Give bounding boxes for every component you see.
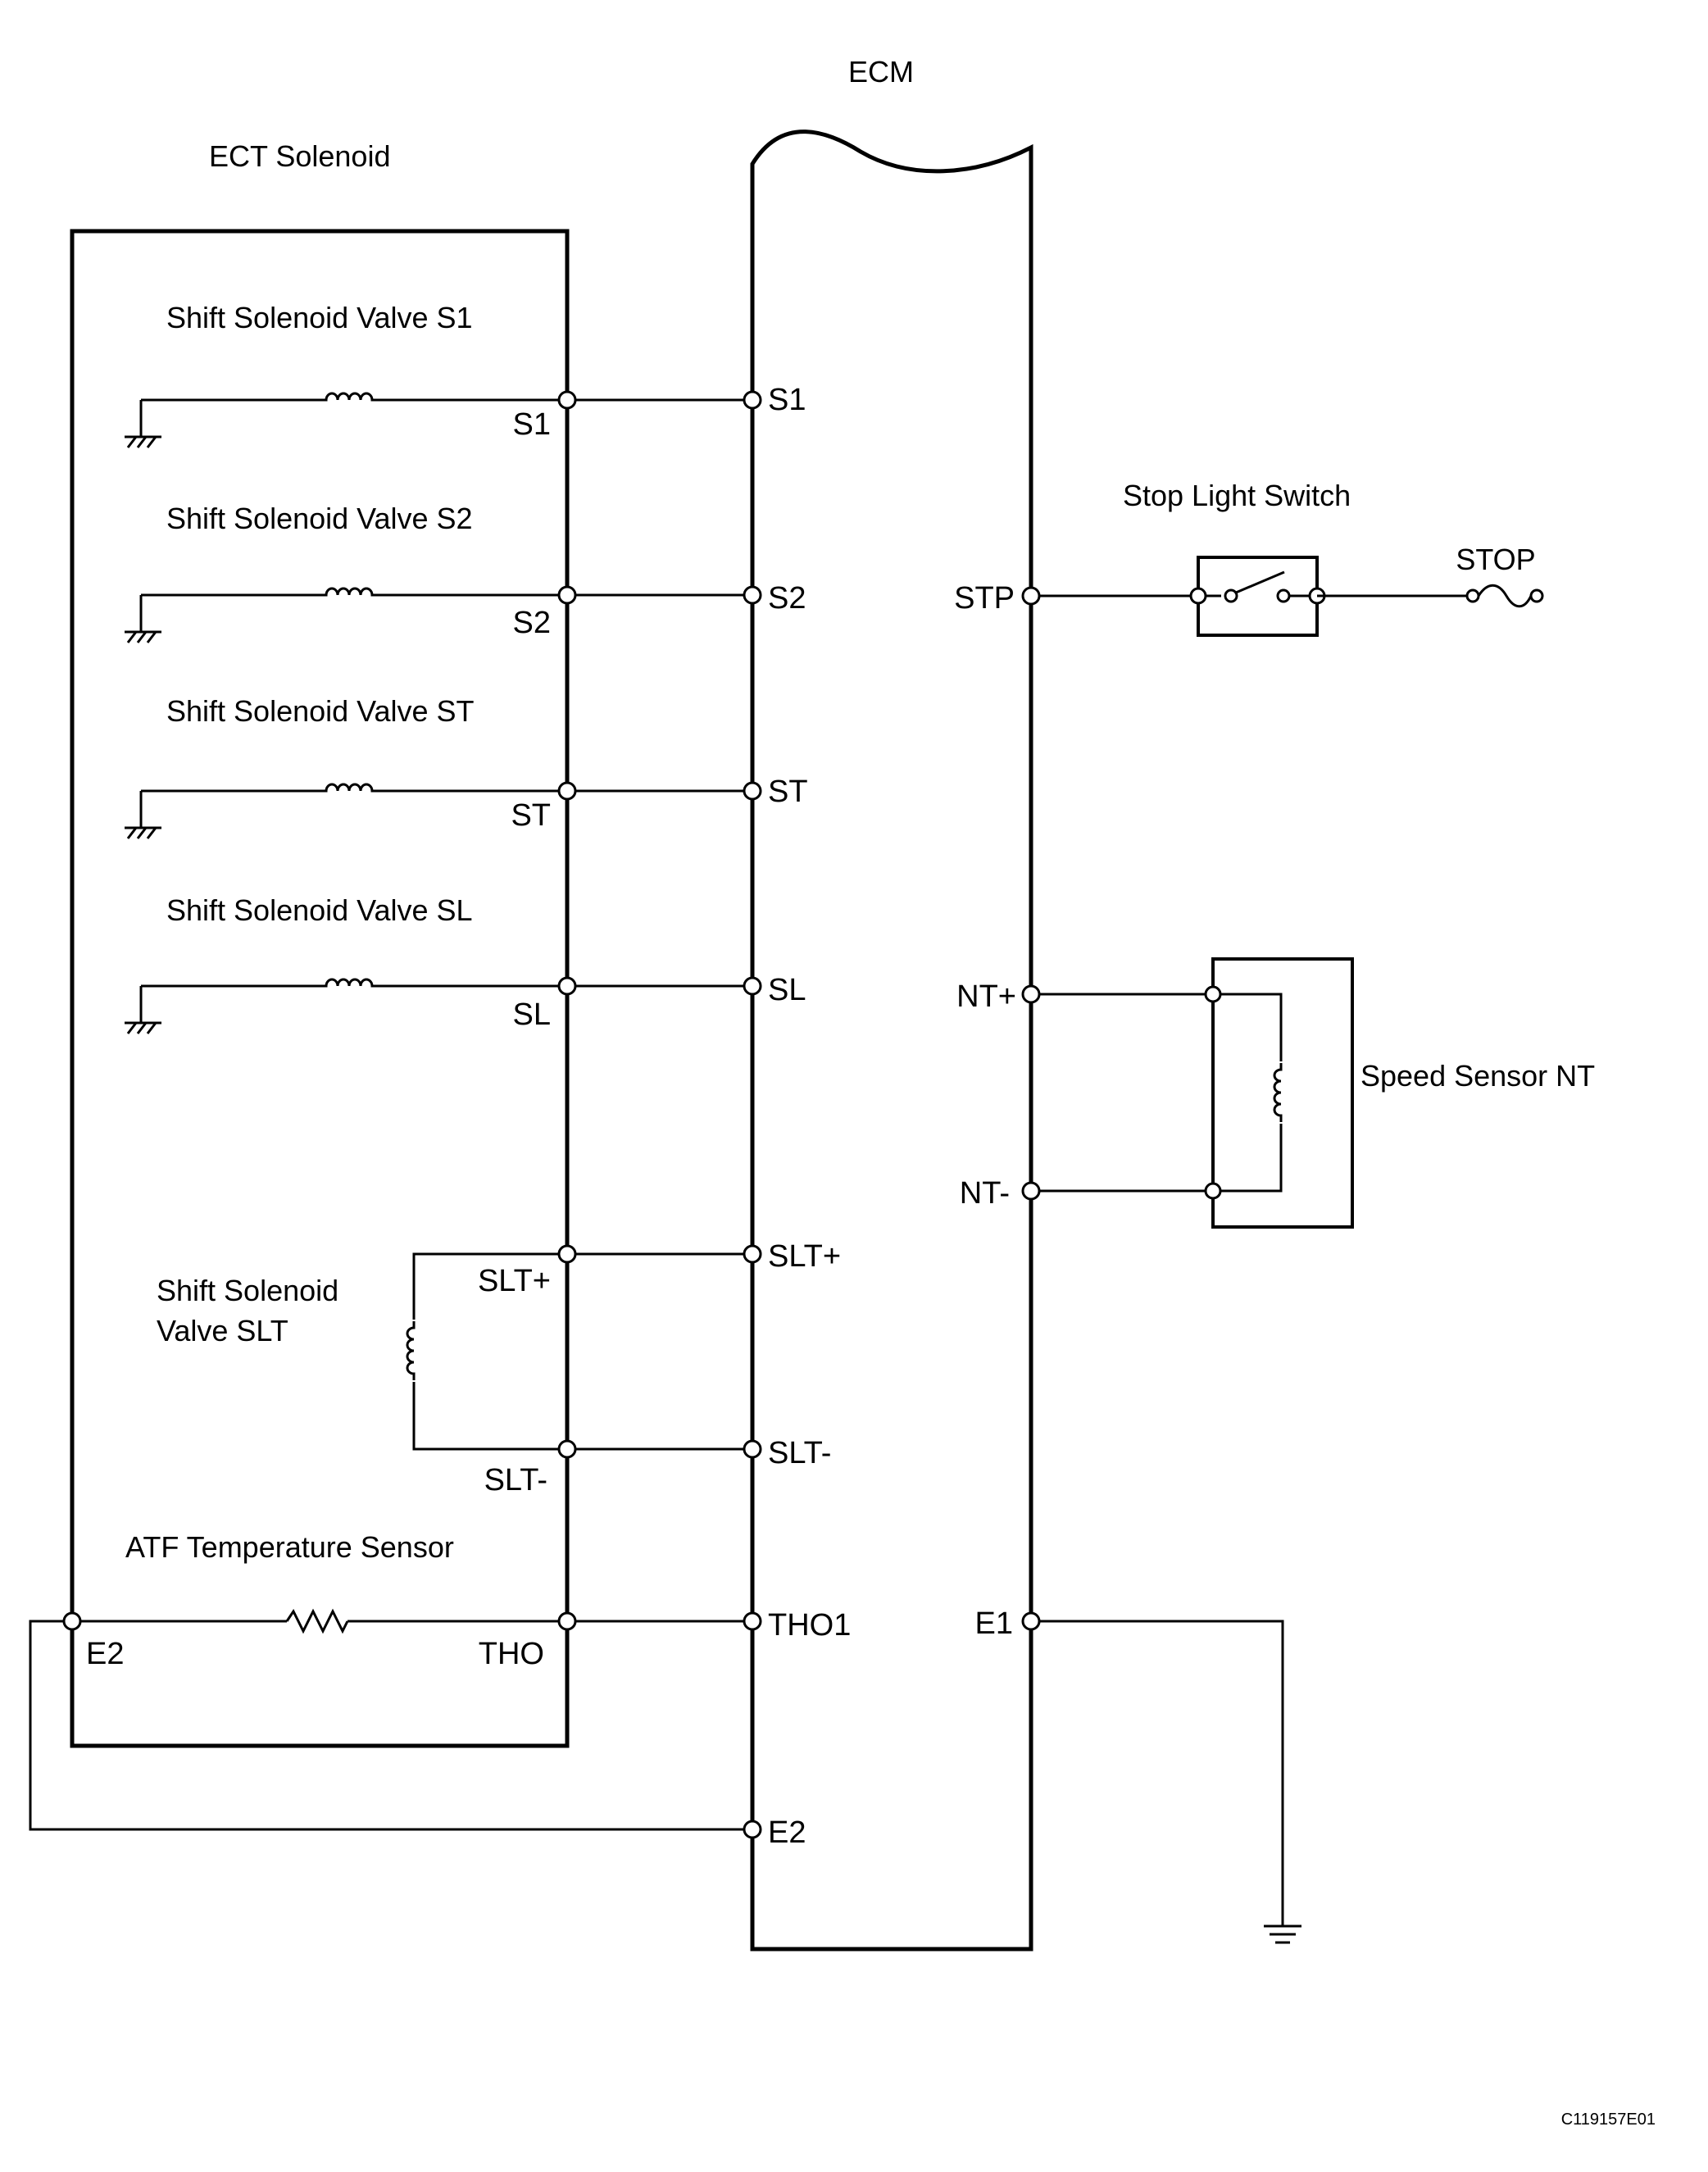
ecm-pin-st: ST bbox=[768, 775, 808, 809]
valve-slt-label-line1: Shift Solenoid bbox=[157, 1274, 338, 1307]
valve-slt-label-line2: Valve SLT bbox=[157, 1314, 288, 1347]
ecm-pin-s1: S1 bbox=[768, 383, 806, 417]
valve-s1-label: Shift Solenoid Valve S1 bbox=[166, 301, 473, 334]
solenoid-pin-s2: S2 bbox=[513, 606, 551, 640]
solenoid-slt bbox=[406, 1252, 567, 1451]
coil-icon bbox=[318, 783, 380, 793]
switch-icon bbox=[1235, 570, 1285, 594]
ecm-pin-e1: E1 bbox=[975, 1606, 1013, 1641]
valve-st-label: Shift Solenoid Valve ST bbox=[166, 694, 475, 728]
chassis-ground-icon bbox=[123, 984, 163, 1035]
e1-ground-wire bbox=[1031, 1620, 1301, 1944]
ecm-left-terminals bbox=[743, 390, 762, 1839]
solenoid-sl bbox=[123, 978, 567, 1035]
ecm-pin-e2: E2 bbox=[768, 1815, 806, 1850]
ecm-pin-tho1: THO1 bbox=[768, 1608, 851, 1643]
solenoid-terminals bbox=[62, 390, 577, 1631]
reference-code: C119157E01 bbox=[1561, 2111, 1656, 2129]
terminal-icon bbox=[557, 976, 577, 996]
terminal-icon bbox=[743, 781, 762, 801]
ecm-pin-slt-minus: SLT- bbox=[768, 1436, 831, 1470]
ect-solenoid-title: ECT Solenoid bbox=[209, 139, 390, 173]
ect-solenoid-box bbox=[70, 229, 570, 1748]
terminal-icon bbox=[1021, 1611, 1041, 1631]
harness-wires bbox=[29, 398, 752, 1831]
solenoid-pin-st: ST bbox=[511, 798, 551, 833]
ecm-pin-slt-plus: SLT+ bbox=[768, 1239, 841, 1274]
terminal-icon bbox=[1021, 586, 1041, 606]
terminal-icon bbox=[743, 976, 762, 996]
terminal-icon bbox=[557, 1244, 577, 1264]
solenoid-st bbox=[123, 783, 567, 840]
chassis-ground-icon bbox=[123, 398, 163, 449]
ecm-pin-stp: STP bbox=[954, 581, 1015, 616]
valve-s2-label: Shift Solenoid Valve S2 bbox=[166, 502, 473, 535]
fuse-icon bbox=[1477, 584, 1533, 608]
solenoid-pin-sl: SL bbox=[513, 997, 551, 1032]
ecm-title: ECM bbox=[848, 55, 914, 89]
ecm-pin-sl: SL bbox=[768, 973, 806, 1007]
terminal-icon bbox=[743, 1820, 762, 1839]
speed-sensor-box bbox=[1211, 957, 1354, 1229]
ecm-pin-nt-plus: NT+ bbox=[956, 979, 1016, 1014]
terminal-icon bbox=[743, 1244, 762, 1264]
solenoid-pin-slt-minus: SLT- bbox=[484, 1463, 547, 1497]
atf-sensor-label: ATF Temperature Sensor bbox=[125, 1530, 454, 1564]
atf-temperature-sensor bbox=[72, 1608, 567, 1634]
solenoid-s2 bbox=[123, 587, 567, 644]
ecm-pin-nt-minus: NT- bbox=[960, 1176, 1010, 1211]
chassis-ground-icon bbox=[123, 593, 163, 644]
ecm-box bbox=[750, 130, 1033, 1952]
stop-light-switch-circuit bbox=[1031, 556, 1544, 637]
chassis-ground-icon bbox=[123, 789, 163, 840]
terminal-icon bbox=[743, 1611, 762, 1631]
coil-icon bbox=[318, 392, 380, 402]
terminal-icon bbox=[1021, 984, 1041, 1004]
terminal-icon bbox=[743, 390, 762, 410]
ecm-right-terminals bbox=[1021, 586, 1041, 1631]
ground-icon bbox=[1264, 1924, 1301, 1944]
valve-sl-label: Shift Solenoid Valve SL bbox=[166, 893, 473, 927]
ecm-pin-s2: S2 bbox=[768, 581, 806, 616]
solenoid-pin-s1: S1 bbox=[513, 407, 551, 442]
stop-fuse-label: STOP bbox=[1456, 543, 1535, 576]
solenoid-pin-tho: THO bbox=[479, 1637, 544, 1671]
coil-icon bbox=[318, 587, 380, 597]
terminal-icon bbox=[557, 585, 577, 605]
solenoid-pin-slt-plus: SLT+ bbox=[478, 1264, 551, 1298]
terminal-icon bbox=[557, 1439, 577, 1459]
speed-sensor-label: Speed Sensor NT bbox=[1360, 1059, 1595, 1093]
terminal-icon bbox=[557, 781, 577, 801]
speed-sensor-nt bbox=[1031, 957, 1354, 1229]
terminal-icon bbox=[557, 390, 577, 410]
coil-icon bbox=[318, 978, 380, 988]
solenoid-s1 bbox=[123, 392, 567, 449]
solenoid-pin-e2: E2 bbox=[86, 1637, 124, 1671]
terminal-icon bbox=[743, 585, 762, 605]
terminal-icon bbox=[743, 1439, 762, 1459]
stop-light-switch-label: Stop Light Switch bbox=[1123, 479, 1351, 512]
terminal-icon bbox=[62, 1611, 82, 1631]
terminal-icon bbox=[557, 1611, 577, 1631]
resistor-icon bbox=[285, 1608, 349, 1634]
terminal-icon bbox=[1021, 1181, 1041, 1201]
